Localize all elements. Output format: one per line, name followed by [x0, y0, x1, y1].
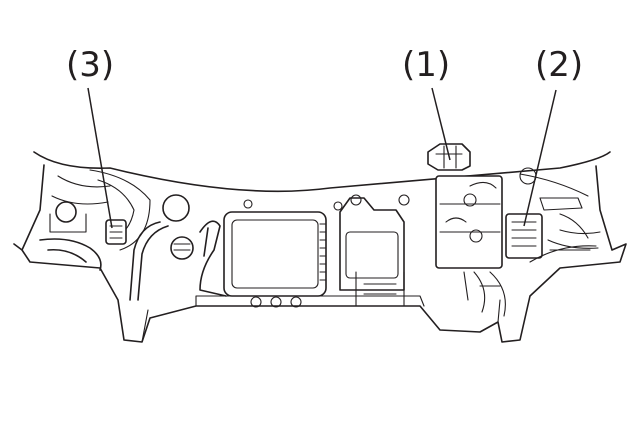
bolt [398, 194, 410, 206]
engine-center-block [339, 197, 405, 291]
air-cleaner-lid [231, 219, 319, 289]
battery [435, 175, 503, 269]
callout-2: (2) [535, 45, 584, 85]
oil-cap [170, 236, 194, 260]
throttle-body [355, 271, 405, 307]
leader-line-3 [87, 87, 113, 229]
callout-1: (1) [402, 45, 451, 85]
hood-edge [33, 151, 611, 193]
air-cleaner-ribs [319, 223, 327, 281]
bolt [270, 296, 282, 308]
oil-cap-ridges [173, 243, 191, 251]
engine-center-panel [345, 231, 399, 279]
bolt [333, 201, 343, 211]
lower-panel [141, 295, 501, 343]
leader-line-1 [431, 87, 451, 161]
bolt [243, 199, 253, 209]
bolt [350, 194, 362, 206]
battery-post [469, 229, 483, 243]
intake-pipe [199, 220, 227, 297]
battery-terminals [439, 181, 501, 233]
reservoir-body [49, 213, 87, 233]
leader-line-2 [523, 89, 557, 227]
radiator-cap [162, 194, 190, 222]
battery-post [463, 193, 477, 207]
callout-3: (3) [66, 45, 115, 85]
reservoir-cap [55, 201, 77, 223]
left-fender-detail [51, 169, 151, 251]
bolt [290, 296, 302, 308]
bolt [250, 296, 262, 308]
right-hose [547, 229, 601, 249]
battery-wiring [463, 271, 506, 317]
body-outline [13, 164, 627, 343]
coolant-hose [129, 221, 169, 301]
left-hose [39, 238, 102, 271]
component-2 [505, 213, 543, 259]
air-cleaner-box [223, 211, 327, 297]
component-2-detail [511, 221, 537, 247]
right-fender-detail [519, 173, 597, 263]
